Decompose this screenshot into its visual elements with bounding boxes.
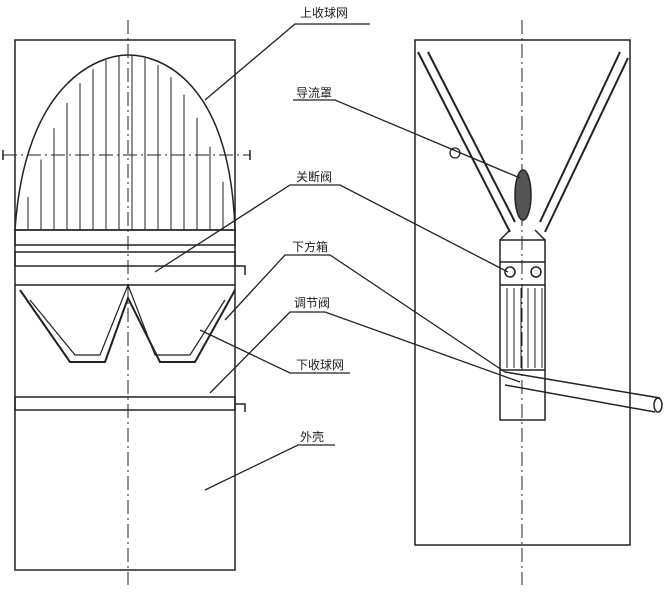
lower-box-band	[14, 251, 236, 267]
deflector-shape	[514, 169, 532, 221]
tube	[499, 239, 546, 421]
left-shell	[14, 39, 236, 571]
label-lower-box: 下方箱	[292, 240, 329, 254]
outlet-pipe	[504, 371, 661, 413]
regulating-valve-band	[14, 396, 236, 411]
label-deflector: 导流罩	[296, 86, 333, 100]
leader-lines	[154, 23, 521, 491]
label-regulating-valve: 调节阀	[294, 296, 331, 310]
label-upper-net: 上收球网	[300, 6, 349, 20]
left-unit	[2, 20, 251, 585]
right-unit	[414, 20, 663, 585]
upper-net-hatching	[27, 55, 224, 230]
upper-net-dome	[14, 54, 236, 231]
tube-hatching	[506, 288, 543, 368]
shutoff-valve-band	[14, 229, 236, 246]
label-lower-net: 下收球网	[296, 358, 345, 372]
label-shell: 外壳	[300, 430, 325, 444]
lower-net-v	[19, 289, 236, 363]
funnel	[417, 51, 629, 233]
label-shutoff-valve: 关断阀	[296, 170, 333, 184]
